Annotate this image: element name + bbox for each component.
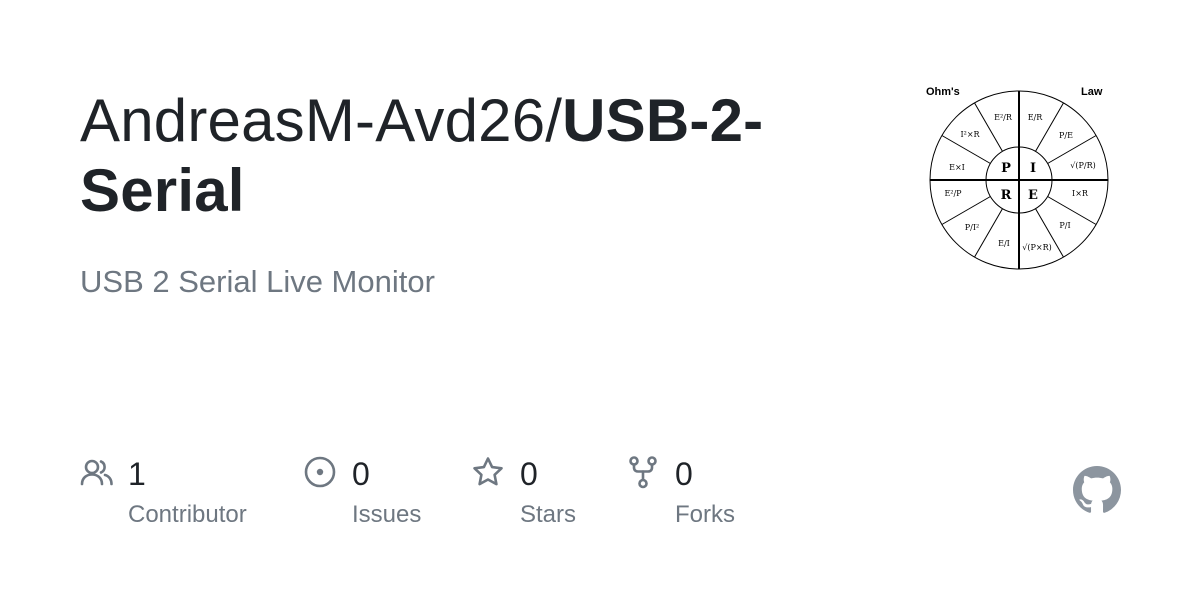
avatar-center-i: I (1030, 161, 1036, 176)
avatar-center-e: E (1028, 188, 1038, 203)
star-icon (473, 457, 503, 486)
avatar-formula: E²/R (994, 113, 1013, 122)
repo-name[interactable]: USB-2-Serial (80, 87, 764, 224)
avatar-formula: P/E (1059, 131, 1073, 140)
repo-avatar: Ohm's Law P I R E E²/R E/R P/E √(P/R) (920, 80, 1120, 280)
avatar-formula: E²/P (944, 189, 962, 198)
avatar-formula: E/I (998, 239, 1010, 248)
repo-title: AndreasM-Avd26/USB-2-Serial (80, 86, 840, 226)
repo-description: USB 2 Serial Live Monitor (80, 264, 435, 299)
avatar-formula: √(P×R) (1022, 243, 1051, 252)
stars-label: Stars (520, 501, 577, 528)
stars-count: 0 (520, 456, 538, 492)
contributors-label: Contributor (128, 501, 247, 528)
avatar-formula: P/I (1059, 221, 1070, 230)
issues-label: Issues (352, 501, 422, 528)
avatar-formula: √(P/R) (1070, 161, 1095, 170)
avatar-center-r: R (1001, 188, 1012, 203)
ohms-law-wheel-image: Ohm's Law P I R E E²/R E/R P/E √(P/R) (926, 86, 1109, 270)
github-mark-icon[interactable] (1073, 466, 1121, 514)
fork-icon (629, 456, 657, 489)
avatar-header-right: Law (1081, 86, 1103, 98)
avatar-header-left: Ohm's (926, 86, 960, 98)
avatar-formula: E×I (949, 163, 965, 172)
avatar-formula: P/I² (965, 223, 979, 232)
forks-count: 0 (675, 456, 693, 492)
avatar-center-p: P (1001, 161, 1011, 176)
forks-label: Forks (675, 501, 735, 528)
avatar-formula: I²×R (960, 130, 980, 139)
people-icon (80, 459, 113, 486)
issue-icon (304, 456, 336, 488)
contributors-count: 1 (128, 456, 146, 492)
avatar-formula: I×R (1072, 189, 1089, 198)
repo-owner[interactable]: AndreasM-Avd26/ (80, 87, 563, 154)
avatar-formula: E/R (1028, 113, 1044, 122)
issues-count: 0 (352, 456, 370, 492)
